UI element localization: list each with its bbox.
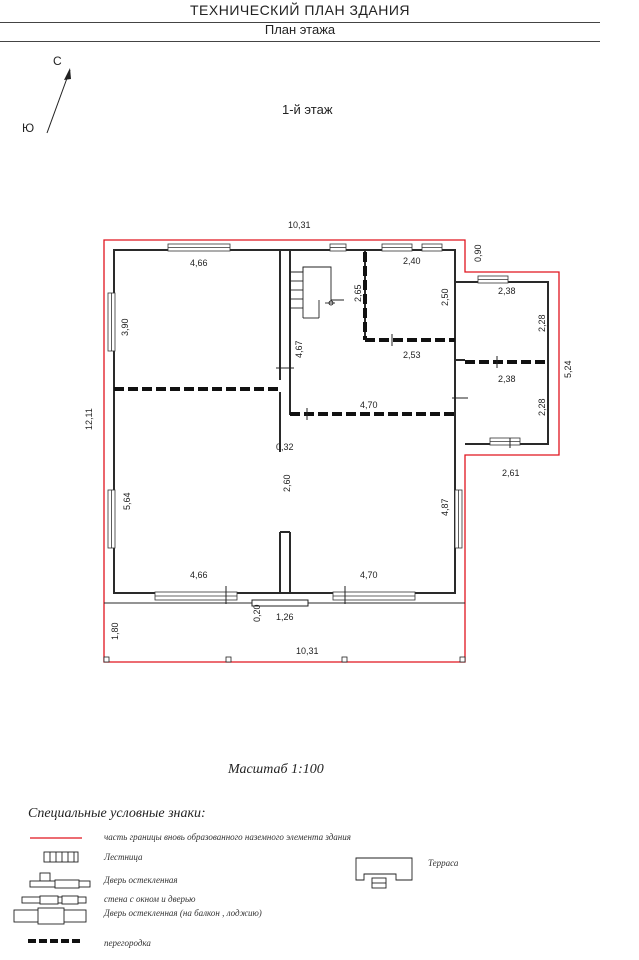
- dim-top-offset: 0,90: [473, 244, 483, 262]
- dim-small-room-width-bottom: 2,53: [403, 350, 421, 360]
- dim-veranda-height-top: 2,28: [537, 314, 547, 332]
- scale-label: Масштаб 1:100: [228, 762, 324, 777]
- legend-item-partition: перегородка: [104, 938, 151, 948]
- legend-symbols: [13, 837, 413, 943]
- dim-terrace-depth: 1,80: [110, 622, 120, 640]
- dim-overall-height: 12,11: [84, 408, 94, 430]
- dim-veranda-width-top: 2,38: [498, 286, 516, 296]
- legend-title: Специальные условные знаки:: [28, 806, 206, 821]
- dim-terrace-height: 5,24: [563, 360, 573, 378]
- legend-balcony-door-icon: [13, 907, 87, 925]
- legend-item-glazed-door: Дверь остекленная: [104, 875, 178, 885]
- staircase-icon: [290, 266, 344, 319]
- compass-north-label: С: [53, 54, 62, 68]
- partitions: [114, 252, 548, 416]
- legend-wall-window-door-icon: [21, 895, 87, 905]
- dim-veranda-height-bottom: 2,28: [537, 398, 547, 416]
- terrace-posts: [103, 656, 466, 663]
- legend-item-boundary: часть границы вновь образованного наземн…: [104, 832, 351, 842]
- page-title: ТЕХНИЧЕСКИЙ ПЛАН ЗДАНИЯ: [0, 2, 600, 23]
- legend-item-terrace: Терраса: [428, 858, 459, 868]
- compass-south-label: Ю: [22, 121, 35, 135]
- dim-veranda-width-bottom: 2,61: [502, 468, 520, 478]
- dim-partition-length: 2,60: [282, 474, 292, 492]
- dim-room-top-left-height: 3,90: [120, 318, 130, 336]
- dim-room-top-left-width: 4,66: [190, 258, 208, 268]
- door-marks: [225, 334, 511, 607]
- legend-stair-icon: [43, 851, 79, 863]
- dim-room-bottom-left-width: 4,66: [190, 570, 208, 580]
- dim-small-room-width-top: 2,40: [403, 256, 421, 266]
- legend-glazed-door-icon: [29, 872, 91, 889]
- compass-arrow-icon: [46, 68, 71, 134]
- dim-room-bottom-right-width: 4,70: [360, 570, 378, 580]
- dim-hall-width: 4,70: [360, 400, 378, 410]
- dim-room-bottom-right-height: 4,87: [440, 498, 450, 516]
- dim-overall-width-bottom: 10,31: [296, 646, 319, 656]
- dim-corridor-height: 4,67: [294, 340, 304, 358]
- legend-terrace-icon: [355, 857, 413, 889]
- dim-small-room-height: 2,50: [440, 288, 450, 306]
- page-subtitle: План этажа: [0, 22, 600, 42]
- floor-label: 1-й этаж: [282, 102, 333, 117]
- dimension-labels: 10,31 10,31 12,11 0,90 1,80 5,24 4,66 3,…: [84, 220, 573, 656]
- legend-item-balcony-door: Дверь остекленная (на балкон , лоджию): [104, 908, 262, 918]
- dim-overall-width-top: 10,31: [288, 220, 311, 230]
- legend-item-stair: Лестница: [104, 852, 143, 862]
- legend-item-wall-window-door: стена с окном и дверью: [104, 894, 196, 904]
- dim-partition-thickness: 0,32: [276, 442, 294, 452]
- windows: [107, 243, 521, 601]
- building-boundary: [103, 239, 560, 663]
- dim-stair-height: 2,65: [353, 284, 363, 302]
- dim-veranda-width-mid: 2,38: [498, 374, 516, 384]
- interior-walls: [279, 250, 465, 593]
- dim-door-offset: 0,20: [252, 604, 262, 622]
- dim-door-width: 1,26: [276, 612, 294, 622]
- dim-room-bottom-left-height: 5,64: [122, 492, 132, 510]
